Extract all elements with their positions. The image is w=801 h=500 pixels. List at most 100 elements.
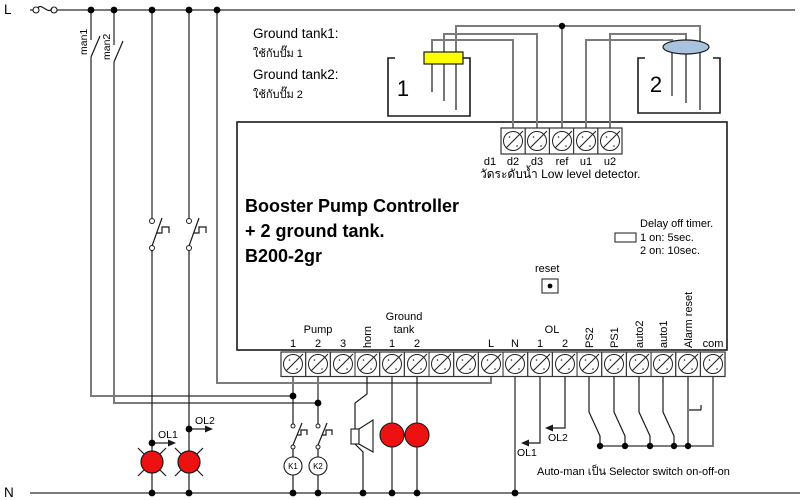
terminal-screw-spare xyxy=(455,353,477,375)
fuse-symbol xyxy=(32,5,58,14)
delay-timer-switch xyxy=(614,232,637,243)
terminal-screw-alarm xyxy=(677,353,699,375)
k2-coil: K2 xyxy=(308,456,328,476)
ol2-lamp xyxy=(174,447,204,477)
reset-button xyxy=(541,278,559,294)
terminal-label-d3: d3 xyxy=(531,156,543,168)
terminal-screw-spare xyxy=(430,353,452,375)
tank1-lamp xyxy=(379,422,405,448)
man1-label: man1 xyxy=(78,29,90,55)
power-wires xyxy=(30,9,800,494)
delay-opt2: 2 on: 10sec. xyxy=(640,245,700,257)
terminal-screw-pump1 xyxy=(282,353,304,375)
terminal-label-d2: d2 xyxy=(507,156,519,168)
terminal-screw-pump3 xyxy=(332,353,354,375)
tank2-lamp xyxy=(404,422,430,448)
terminal-screw-n xyxy=(504,353,526,375)
tank1-note: Ground tank1: xyxy=(253,26,339,41)
junction-dots xyxy=(87,6,692,497)
ol2-arrow-label: OL2 xyxy=(195,415,215,427)
ps1-label: PS1 xyxy=(609,327,621,348)
auto2-label: auto2 xyxy=(634,320,646,348)
tank2-number: 2 xyxy=(650,72,662,97)
n-line-label: N xyxy=(4,485,14,500)
man2-label: man2 xyxy=(101,34,113,60)
terminal-label-u2: u2 xyxy=(604,156,616,168)
n-terminal-label: N xyxy=(511,338,519,350)
ol2-strip-arrow-label: OL2 xyxy=(548,432,568,444)
terminal-screw-ps2 xyxy=(578,353,600,375)
k1-label: K1 xyxy=(288,462,298,471)
gtank2-label: 2 xyxy=(414,338,420,350)
ol1-contact xyxy=(149,217,170,251)
terminal-screw-ol1 xyxy=(529,353,551,375)
pump1-label: 1 xyxy=(290,338,296,350)
terminal-screw-pump2 xyxy=(307,353,329,375)
ol2-contact xyxy=(186,217,207,251)
terminal-screw-d xyxy=(526,130,548,152)
k1-contact xyxy=(290,422,308,450)
tank1: 1 xyxy=(387,51,471,117)
tank2: 2 xyxy=(637,39,721,114)
k1-coil: K1 xyxy=(283,456,303,476)
man2-switch xyxy=(113,40,124,63)
gtank1-label: 1 xyxy=(389,338,395,350)
ps2-label: PS2 xyxy=(584,327,596,348)
bottom-terminal-strip xyxy=(280,351,726,378)
ground-word-label: Ground xyxy=(386,311,423,323)
terminal-screw-d xyxy=(502,130,524,152)
ol1-lamp xyxy=(137,447,167,477)
arrowheads xyxy=(168,424,553,447)
terminal-screw-l xyxy=(480,353,502,375)
terminal-label-u1: u1 xyxy=(580,156,592,168)
tank1-level-sensor xyxy=(423,51,464,65)
terminal-screw-com xyxy=(702,353,724,375)
tank2-float-sensor xyxy=(662,39,710,55)
ol1-arrow-label: OL1 xyxy=(158,429,178,441)
pump-group-label: Pump xyxy=(304,324,333,336)
auto1-label: auto1 xyxy=(658,320,670,348)
terminal-screw-ol2 xyxy=(554,353,576,375)
controller-title-2: + 2 ground tank. xyxy=(245,221,385,241)
controller-title-1: Booster Pump Controller xyxy=(245,196,459,216)
terminal-screw-auto1 xyxy=(652,353,674,375)
terminal-screw-horn xyxy=(356,353,378,375)
tank1-note-sub: ใช้กับปั๊ม 1 xyxy=(253,45,303,60)
controller-box xyxy=(236,121,728,351)
terminal-screw-ref xyxy=(551,130,573,152)
delay-opt1: 1 on: 5sec. xyxy=(640,232,694,244)
tank2-note: Ground tank2: xyxy=(253,67,339,82)
k2-contact xyxy=(315,422,333,450)
reset-label: reset xyxy=(535,263,559,275)
horn-label: horn xyxy=(362,326,374,348)
automan-footnote: Auto-man เป็น Selector switch on-off-on xyxy=(537,464,730,478)
tank2-note-sub: ใช้กับปั๊ม 2 xyxy=(253,86,303,101)
delay-title: Delay off timer. xyxy=(640,218,713,230)
terminal-screw-auto2 xyxy=(628,353,650,375)
terminal-label-d1: d1 xyxy=(484,156,496,168)
terminal-screw-tank2 xyxy=(406,353,428,375)
l-line-label: L xyxy=(4,2,12,17)
com-label: com xyxy=(703,338,724,350)
low-level-caption: วัดระดับน้ำ Low level detector. xyxy=(480,165,641,181)
alarm-reset-label: Alarm reset xyxy=(683,292,695,348)
ol2-terminal-label: 2 xyxy=(562,338,568,350)
terminal-label-ref: ref xyxy=(556,156,570,168)
terminal-screw-ps1 xyxy=(603,353,625,375)
pump3-label: 3 xyxy=(340,338,346,350)
top-terminal-strip xyxy=(500,127,623,155)
terminal-screw-u xyxy=(575,130,597,152)
ol1-strip-arrow-label: OL1 xyxy=(517,447,537,459)
k2-label: K2 xyxy=(313,462,323,471)
horn-speaker xyxy=(350,418,374,453)
l-terminal-label: L xyxy=(488,338,494,350)
ol1-terminal-label: 1 xyxy=(537,338,543,350)
man1-switch xyxy=(90,35,101,58)
terminal-screw-tank1 xyxy=(381,353,403,375)
ol-group-label: OL xyxy=(545,324,560,336)
tank-word-label: tank xyxy=(394,324,415,336)
controller-title-3: B200-2gr xyxy=(245,246,322,266)
tank1-number: 1 xyxy=(397,76,409,101)
